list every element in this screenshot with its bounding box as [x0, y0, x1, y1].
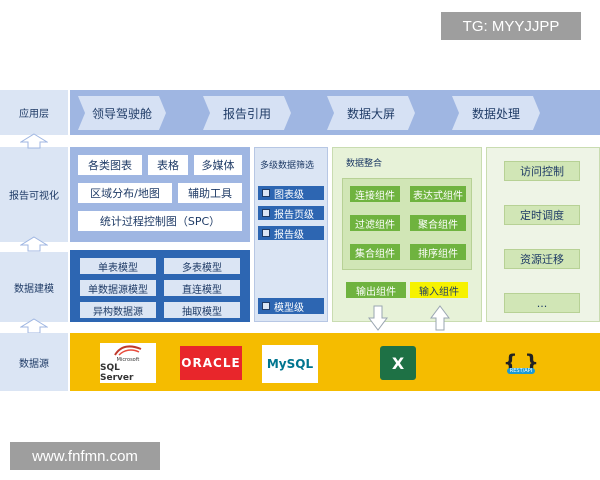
json-badge: REST/API	[506, 368, 536, 374]
sqlserver-small: Microsoft	[116, 357, 140, 363]
component-join: 连接组件	[350, 186, 400, 202]
report-item-media: 多媒体	[194, 155, 242, 175]
watermark-bottom: www.fnfmn.com	[10, 442, 160, 470]
filter-title: 多级数据筛选	[260, 161, 315, 171]
component-aggregate: 聚合组件	[410, 215, 466, 231]
component-output: 输出组件	[346, 282, 406, 298]
filter-item-chart: 图表级	[258, 186, 324, 201]
filter-item-label: 图表级	[274, 189, 304, 201]
admin-item-schedule: 定时调度	[504, 205, 580, 225]
admin-item-access: 访问控制	[504, 161, 580, 181]
filter-level-icon	[262, 209, 270, 217]
model-item-extract: 抽取模型	[164, 302, 240, 318]
source-bar	[70, 333, 600, 391]
model-item-heterogeneous: 异构数据源	[80, 302, 156, 318]
component-set: 集合组件	[350, 244, 400, 260]
filter-item-report: 报告级	[258, 226, 324, 241]
app-item-data-processing: 数据处理	[452, 96, 540, 130]
layer-label-report: 报告可视化	[0, 147, 68, 242]
app-item-cockpit: 领导驾驶舱	[78, 96, 166, 130]
filter-level-icon	[262, 229, 270, 237]
filter-item-page: 报告页级	[258, 206, 324, 221]
admin-item-migration: 资源迁移	[504, 249, 580, 269]
layer-label-source: 数据源	[0, 333, 68, 391]
oracle-logo: ORACLE	[180, 346, 242, 380]
sqlserver-icon	[114, 345, 142, 356]
component-input: 输入组件	[410, 282, 468, 298]
report-item-tools: 辅助工具	[178, 183, 242, 203]
model-item-direct: 直连模型	[164, 280, 240, 296]
integration-title: 数据整合	[346, 159, 383, 169]
up-arrow-icon	[20, 133, 48, 149]
report-item-map: 区域分布/地图	[78, 183, 172, 203]
excel-label: X	[391, 353, 405, 373]
report-item-table: 表格	[148, 155, 188, 175]
watermark-top: TG: MYYJJPP	[441, 12, 581, 40]
filter-item-model: 模型级	[258, 298, 324, 314]
down-arrow-icon	[368, 305, 388, 331]
component-filter: 过滤组件	[350, 215, 400, 231]
report-item-charts: 各类图表	[78, 155, 142, 175]
layer-label-model: 数据建模	[0, 252, 68, 322]
component-sort: 排序组件	[410, 244, 466, 260]
filter-level-icon	[262, 302, 270, 310]
sqlserver-logo: Microsoft SQL Server	[100, 343, 156, 383]
admin-item-more: ...	[504, 293, 580, 313]
app-item-report-ref: 报告引用	[203, 96, 291, 130]
up-arrow-icon	[430, 305, 450, 331]
filter-item-label: 报告页级	[274, 209, 314, 221]
component-expression: 表达式组件	[410, 186, 466, 202]
json-logo: { } REST/API	[498, 340, 544, 384]
sqlserver-label: SQL Server	[100, 363, 134, 383]
report-item-spc: 统计过程控制图（SPC）	[78, 211, 242, 231]
up-arrow-icon	[20, 236, 48, 252]
excel-logo: X	[380, 346, 416, 380]
app-item-big-screen: 数据大屏	[327, 96, 415, 130]
filter-item-label: 模型级	[274, 302, 304, 314]
oracle-label: ORACLE	[181, 356, 241, 370]
filter-item-label: 报告级	[274, 229, 304, 241]
layer-label-app: 应用层	[0, 90, 68, 135]
model-item-single-table: 单表模型	[80, 258, 156, 274]
up-arrow-icon	[20, 318, 48, 334]
mysql-label: MySQL	[266, 357, 314, 371]
filter-level-icon	[262, 189, 270, 197]
model-item-single-source: 单数据源模型	[80, 280, 156, 296]
model-item-multi-table: 多表模型	[164, 258, 240, 274]
mysql-logo: MySQL	[262, 345, 318, 383]
